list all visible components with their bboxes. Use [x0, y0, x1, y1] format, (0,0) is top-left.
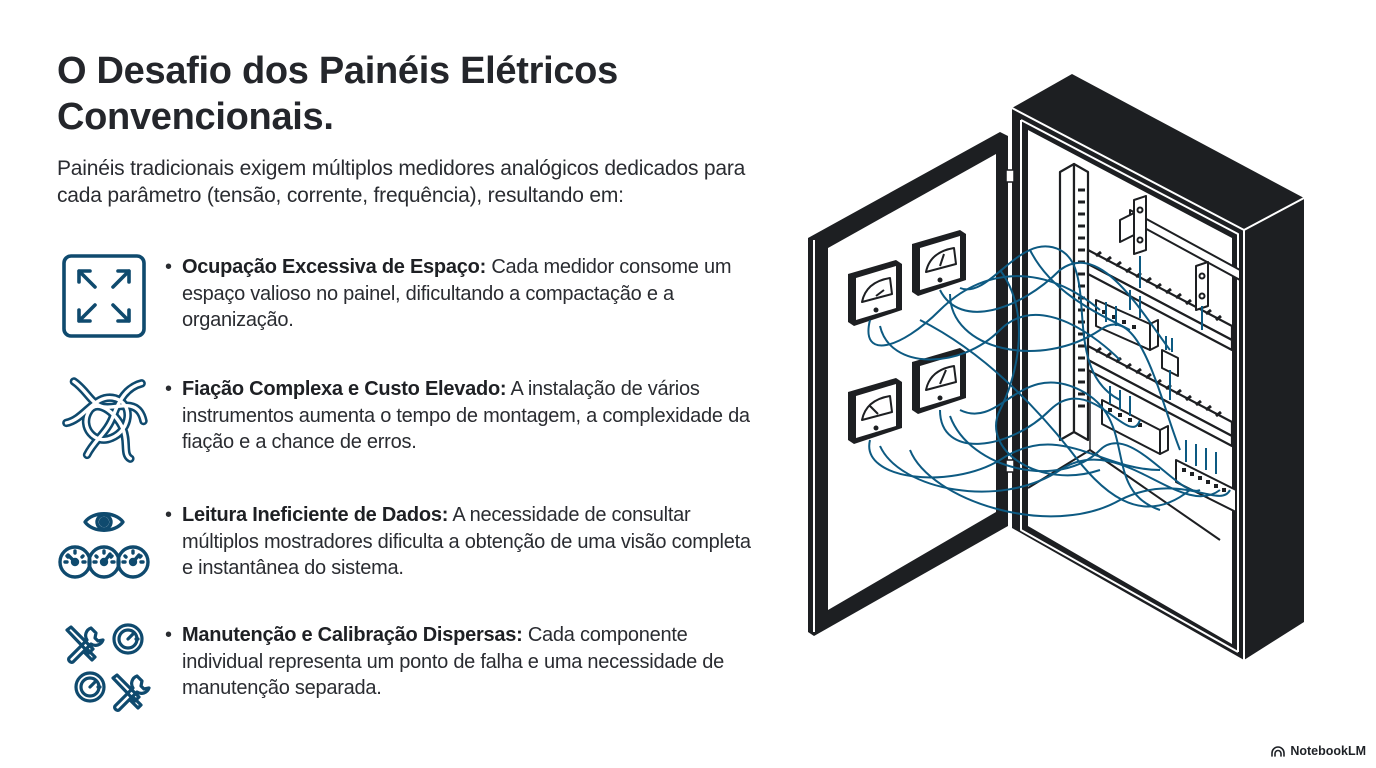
- title-line-1: O Desafio dos Painéis Elétricos: [57, 50, 618, 92]
- expand-arrows-icon: [57, 252, 151, 346]
- cabinet-top: [1012, 74, 1304, 230]
- notebooklm-brand: NotebookLM: [1270, 744, 1366, 758]
- intro-paragraph: Painéis tradicionais exigem múltiplos me…: [57, 157, 746, 207]
- electrical-cabinet-illustration: [800, 70, 1340, 700]
- challenge-item-wiring: • Fiação Complexa e Custo Elevado: A ins…: [57, 374, 777, 474]
- item-heading: Leitura Ineficiente de Dados:: [182, 504, 449, 526]
- brand-label: NotebookLM: [1290, 744, 1366, 758]
- tangled-wires: [867, 245, 1231, 518]
- cabinet-side: [1244, 198, 1304, 660]
- item-body: A instalação de vários instrumentos aume…: [182, 378, 750, 453]
- title-line-2: Convencionais.: [57, 96, 334, 138]
- item-text: • Fiação Complexa e Custo Elevado: A ins…: [165, 378, 750, 453]
- slide-title: O Desafio dos Painéis Elétricos Convenci…: [57, 48, 757, 140]
- tools-gauges-icon: [57, 620, 151, 714]
- challenge-item-reading: • Leitura Ineficiente de Dados: A necess…: [57, 500, 777, 600]
- challenge-item-maintenance: • Manutenção e Calibração Dispersas: Cad…: [57, 620, 777, 720]
- item-body: Cada componente individual representa um…: [182, 624, 725, 699]
- item-body: A necessidade de consultar múltiplos mos…: [182, 504, 751, 579]
- analog-meters: [848, 230, 966, 444]
- item-text: • Leitura Ineficiente de Dados: A necess…: [165, 504, 751, 579]
- item-heading: Fiação Complexa e Custo Elevado:: [182, 378, 507, 400]
- tangled-knot-icon: [57, 374, 151, 468]
- item-text: • Manutenção e Calibração Dispersas: Cad…: [165, 624, 725, 699]
- challenge-item-space: • Ocupação Excessiva de Espaço: Cada med…: [57, 252, 777, 352]
- item-text: • Ocupação Excessiva de Espaço: Cada med…: [165, 256, 732, 331]
- item-heading: Ocupação Excessiva de Espaço:: [182, 256, 487, 278]
- eye-gauges-icon: [57, 500, 151, 594]
- item-body: Cada medidor consome um espaço valioso n…: [182, 256, 732, 331]
- notebooklm-logo-icon: [1271, 746, 1286, 757]
- item-heading: Manutenção e Calibração Dispersas:: [182, 624, 523, 646]
